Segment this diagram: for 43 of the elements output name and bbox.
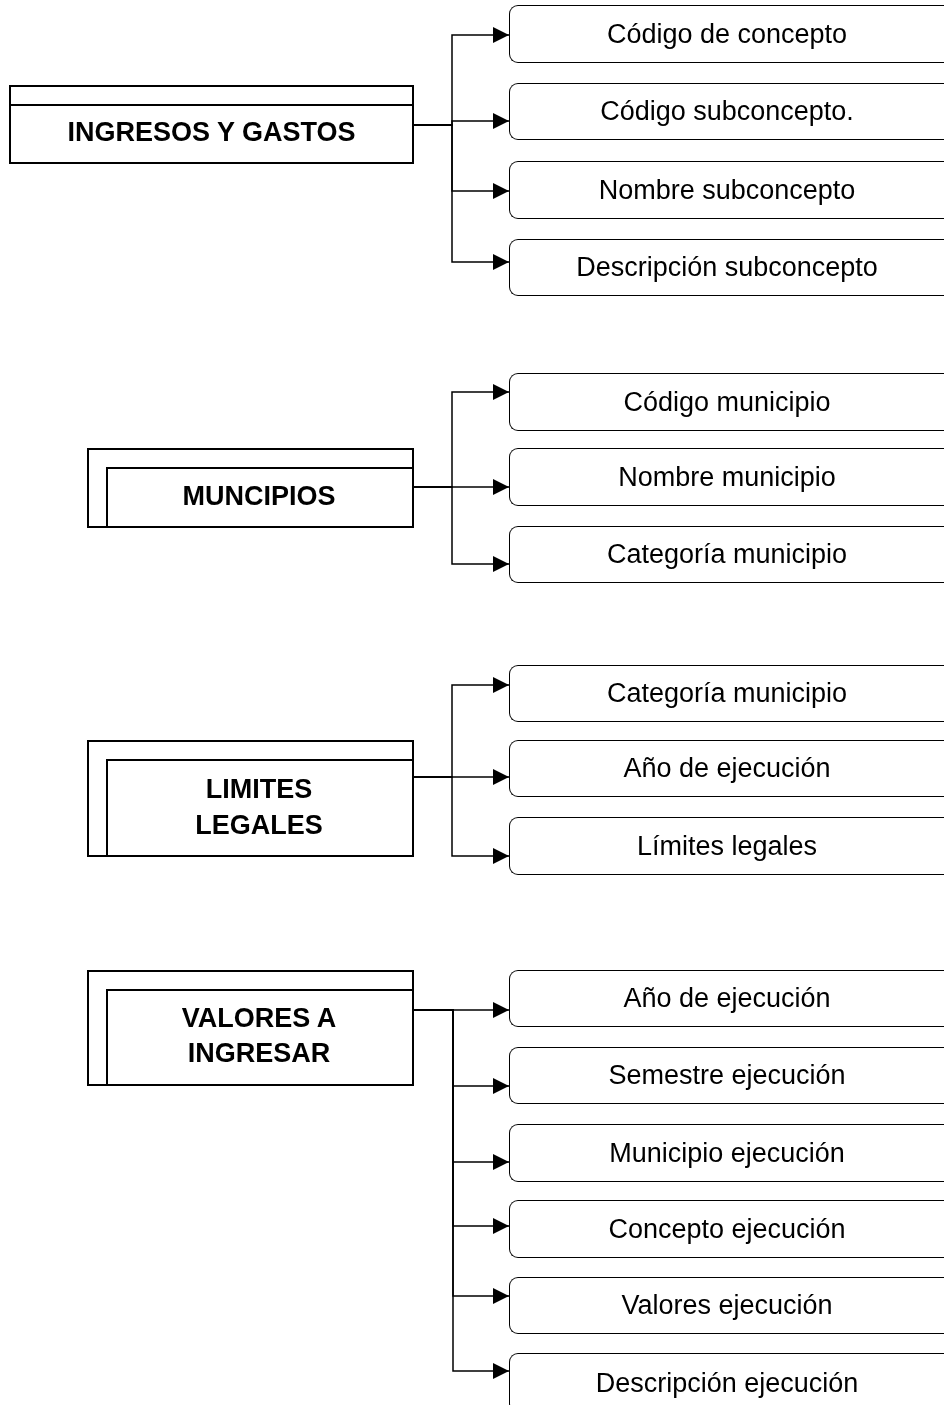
attribute-box (509, 970, 944, 1027)
arrow (413, 124, 510, 270)
attribute-box (509, 740, 944, 797)
attribute-name: Límites legales (636, 830, 818, 862)
attribute-box (509, 448, 944, 506)
attribute-box (509, 1200, 944, 1258)
attribute-box (509, 1047, 944, 1104)
attribute-box (509, 1277, 944, 1334)
attribute-name: Nombre municipio (618, 461, 836, 493)
attribute-name: Valores ejecución (621, 1290, 833, 1321)
attribute-box (509, 1124, 944, 1182)
attribute-name: Descripción subconcepto (576, 252, 878, 283)
attribute-box (509, 373, 944, 431)
entity-name: INGRESOS Y GASTOS (67, 115, 356, 149)
entity-box (87, 970, 414, 1086)
attribute-name: Año de ejecución (623, 983, 831, 1014)
attribute-box (509, 817, 944, 875)
attribute-box (509, 526, 944, 583)
attribute-box (509, 1353, 944, 1405)
attribute-name: Código de concepto (606, 18, 848, 50)
entity-box (87, 740, 414, 857)
attribute-name: Código municipio (623, 386, 831, 418)
entity-box (9, 85, 414, 164)
attribute-name: Código subconcepto. (600, 96, 854, 127)
entity-name: LIMITES LEGALES (194, 773, 324, 842)
attribute-name: Concepto ejecución (608, 1213, 846, 1245)
attribute-name: Categoría municipio (606, 678, 848, 709)
entity-box (87, 448, 414, 528)
attribute-box (509, 83, 944, 140)
attribute-box (509, 239, 944, 296)
attribute-box (509, 665, 944, 722)
attribute-name: Nombre subconcepto (598, 174, 856, 206)
attribute-box (509, 5, 944, 63)
attribute-box (509, 161, 944, 219)
attribute-name: Descripción ejecución (595, 1368, 859, 1399)
attribute-name: Semestre ejecución (608, 1060, 846, 1091)
arrow (413, 776, 510, 864)
attribute-name: Año de ejecución (623, 753, 831, 784)
attribute-name: Municipio ejecución (609, 1137, 845, 1169)
arrow (413, 486, 510, 572)
entity-name: VALORES A INGRESAR (180, 1001, 338, 1070)
entity-name: MUNCIPIOS (182, 480, 336, 514)
attribute-name: Categoría municipio (606, 539, 848, 570)
